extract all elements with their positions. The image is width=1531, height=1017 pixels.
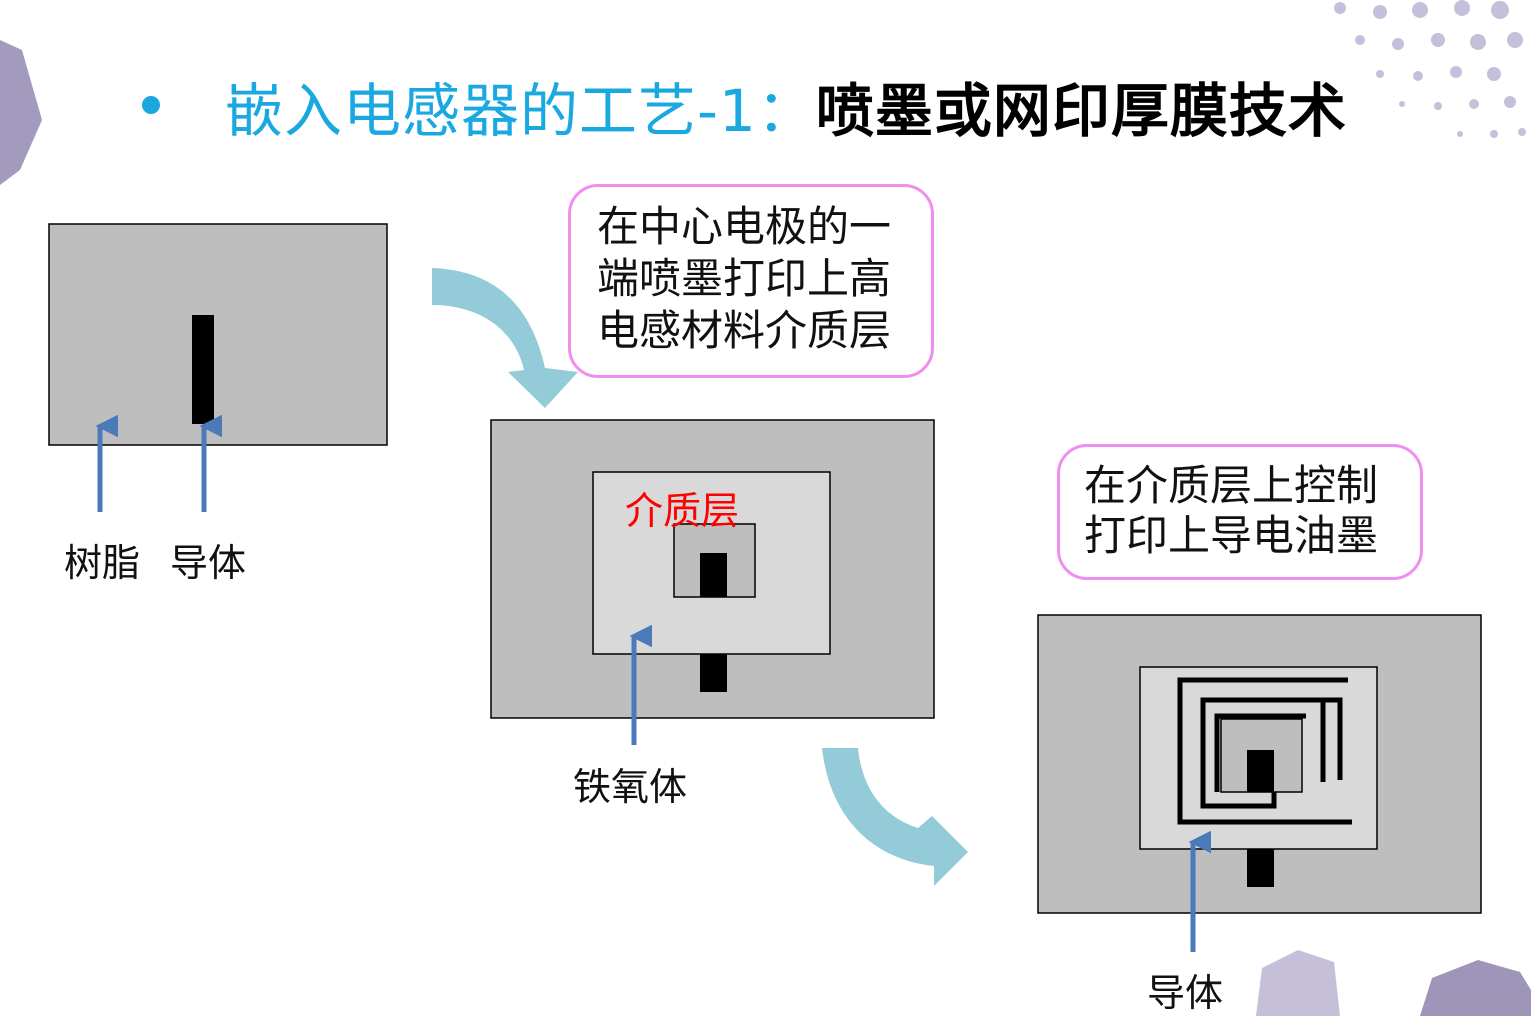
corner-hexagon-bottom-1 xyxy=(1256,950,1340,1016)
corner-hexagon-bottom-2 xyxy=(1420,960,1531,1016)
resin-block xyxy=(48,223,388,446)
title-prefix: 嵌入电感器的工艺-1： xyxy=(225,77,816,145)
label-resin: 树脂 xyxy=(64,541,141,585)
center-conductor xyxy=(192,315,214,424)
flow-arrow-2 xyxy=(822,748,968,886)
step3-panel xyxy=(1037,614,1482,952)
page-title: 嵌入电感器的工艺-1：喷墨或网印厚膜技术 xyxy=(225,76,1347,146)
corner-hexagon-left xyxy=(0,40,42,185)
label-conductor-bottom: 导体 xyxy=(1147,971,1224,1015)
flow-arrow-1 xyxy=(432,268,578,408)
dot-pattern xyxy=(1334,0,1526,138)
conductor-bottom xyxy=(700,654,727,692)
printed-coil-loop xyxy=(1177,677,1352,825)
label-ferrite: 铁氧体 xyxy=(573,765,688,809)
conductor-bottom xyxy=(1247,849,1274,887)
conductor-top xyxy=(1247,750,1274,792)
step2-panel xyxy=(490,419,935,745)
watermark: CSDN @hhjc xyxy=(1448,993,1517,1006)
label-conductor: 导体 xyxy=(170,541,247,585)
label-dielectric: 介质层 xyxy=(625,489,740,533)
printed-coil-inner xyxy=(1203,697,1343,780)
conductor-top xyxy=(700,553,727,597)
title-bullet xyxy=(142,96,160,114)
printed-coil-spiral xyxy=(1214,713,1306,792)
step1-panel xyxy=(48,223,388,512)
callout-step2: 在介质层上控制 打印上导电油墨 xyxy=(1057,444,1423,580)
callout-step1: 在中心电极的一 端喷墨打印上高 电感材料介质层 xyxy=(568,184,934,378)
title-suffix: 喷墨或网印厚膜技术 xyxy=(815,77,1347,145)
